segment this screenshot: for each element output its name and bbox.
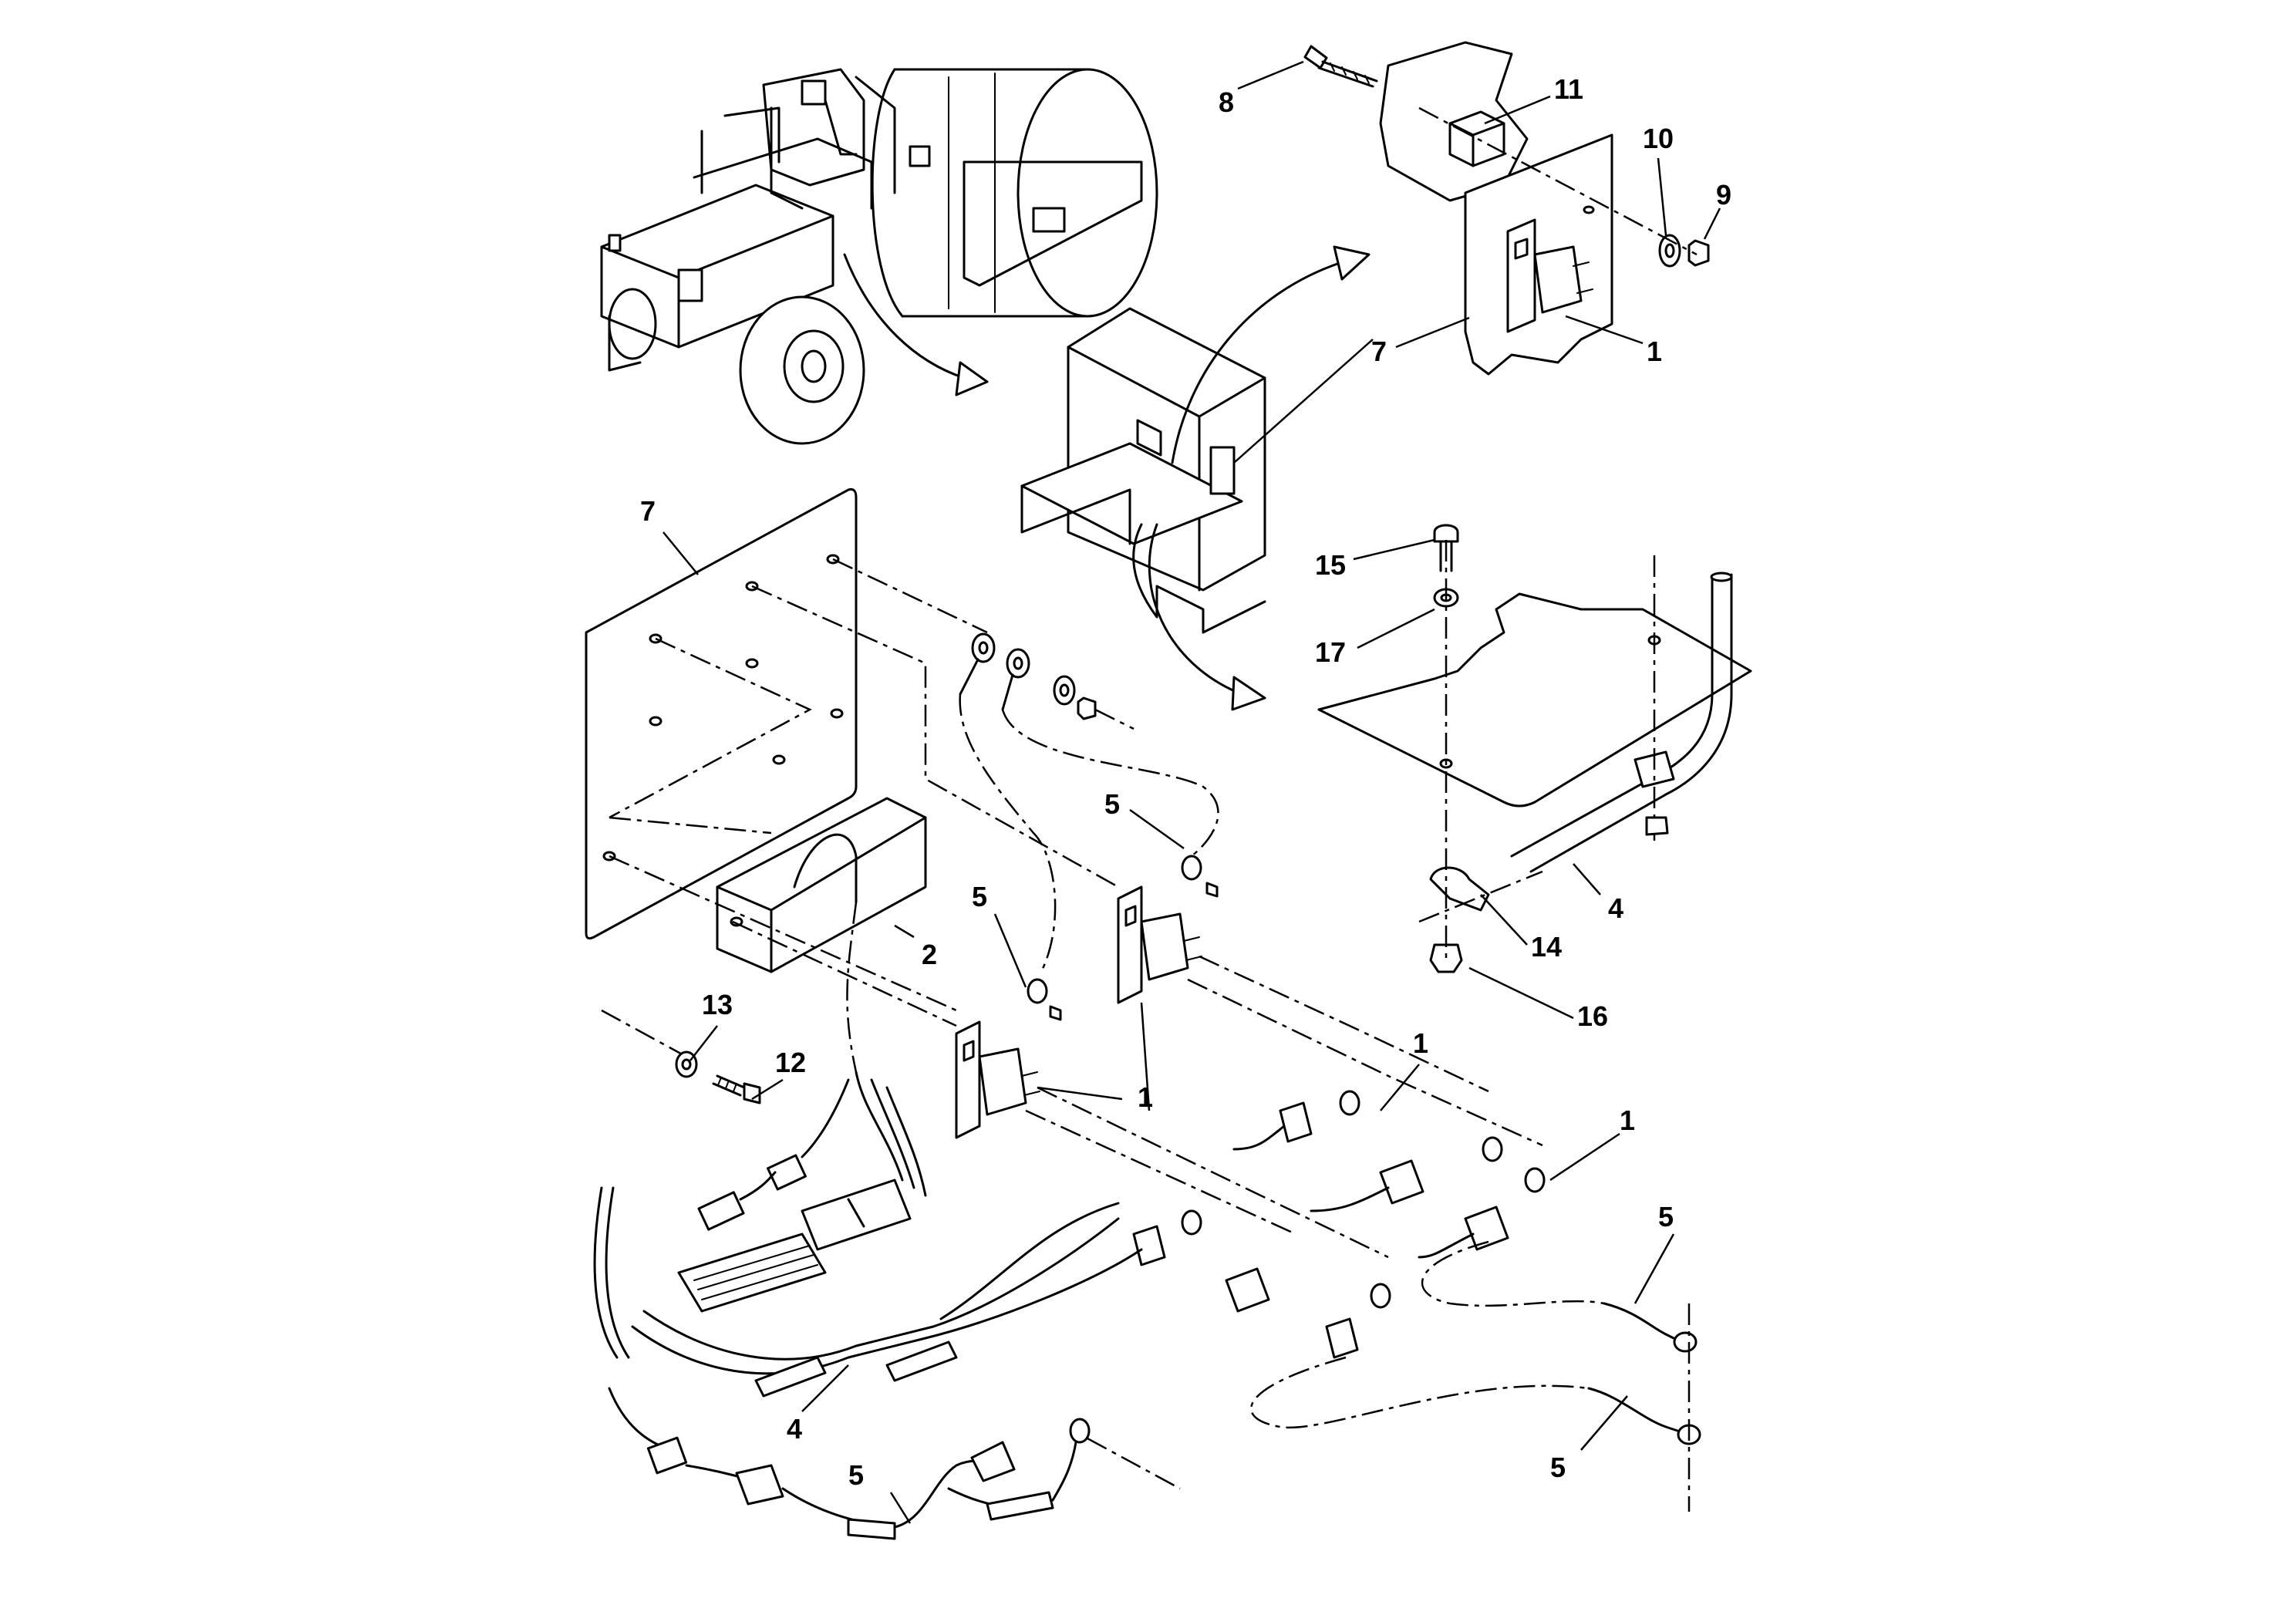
- callout-5-b: 5: [972, 881, 987, 912]
- callout-leaders: [663, 60, 1721, 1524]
- callout-10: 10: [1643, 123, 1674, 154]
- callout-15: 15: [1315, 549, 1346, 581]
- callout-1-right-a: 1: [1413, 1027, 1428, 1059]
- callout-5-right-a: 5: [1658, 1201, 1674, 1233]
- top-relay-mount: [1303, 41, 1710, 376]
- callout-1-top: 1: [1647, 336, 1662, 367]
- callout-2: 2: [922, 939, 937, 970]
- callout-8: 8: [1219, 86, 1234, 118]
- callout-4-bottom: 4: [787, 1413, 802, 1445]
- ground-wires-right: [1250, 1240, 1701, 1512]
- relay-middle: [1117, 885, 1543, 1147]
- callout-labels: 8 11 10 9 7 1 7 15 17 5 5 2 4 14 16 13 1…: [640, 73, 1731, 1491]
- ring-terminals: [1027, 855, 1546, 1309]
- callout-13: 13: [702, 989, 733, 1020]
- callout-1-mid: 1: [1138, 1081, 1153, 1113]
- bracket-housing: [1020, 245, 1371, 711]
- callout-16: 16: [1577, 1000, 1608, 1032]
- callout-11: 11: [1554, 73, 1583, 105]
- callout-7-top: 7: [1371, 336, 1387, 367]
- lower-bracket-assembly: [1317, 524, 1752, 973]
- bolt-and-washer: [675, 1050, 761, 1104]
- callout-5-a: 5: [1104, 788, 1120, 820]
- callout-17: 17: [1315, 636, 1346, 668]
- relay-left: [955, 1020, 1389, 1259]
- callout-4-right: 4: [1608, 892, 1623, 924]
- roller-machine-illustration: [600, 68, 1158, 445]
- callout-9: 9: [1716, 179, 1731, 211]
- terminal-boots: [1132, 1101, 1509, 1359]
- callout-5-bottom: 5: [848, 1459, 864, 1491]
- callout-7-left: 7: [640, 495, 656, 527]
- callout-5-right-b: 5: [1550, 1452, 1566, 1483]
- control-module: [716, 797, 927, 1073]
- callout-14: 14: [1531, 931, 1562, 963]
- callout-1-right-b: 1: [1620, 1104, 1635, 1136]
- callout-12: 12: [775, 1047, 806, 1078]
- wiring-harness: [593, 1071, 1181, 1540]
- terminal-hardware-top: [959, 632, 1219, 973]
